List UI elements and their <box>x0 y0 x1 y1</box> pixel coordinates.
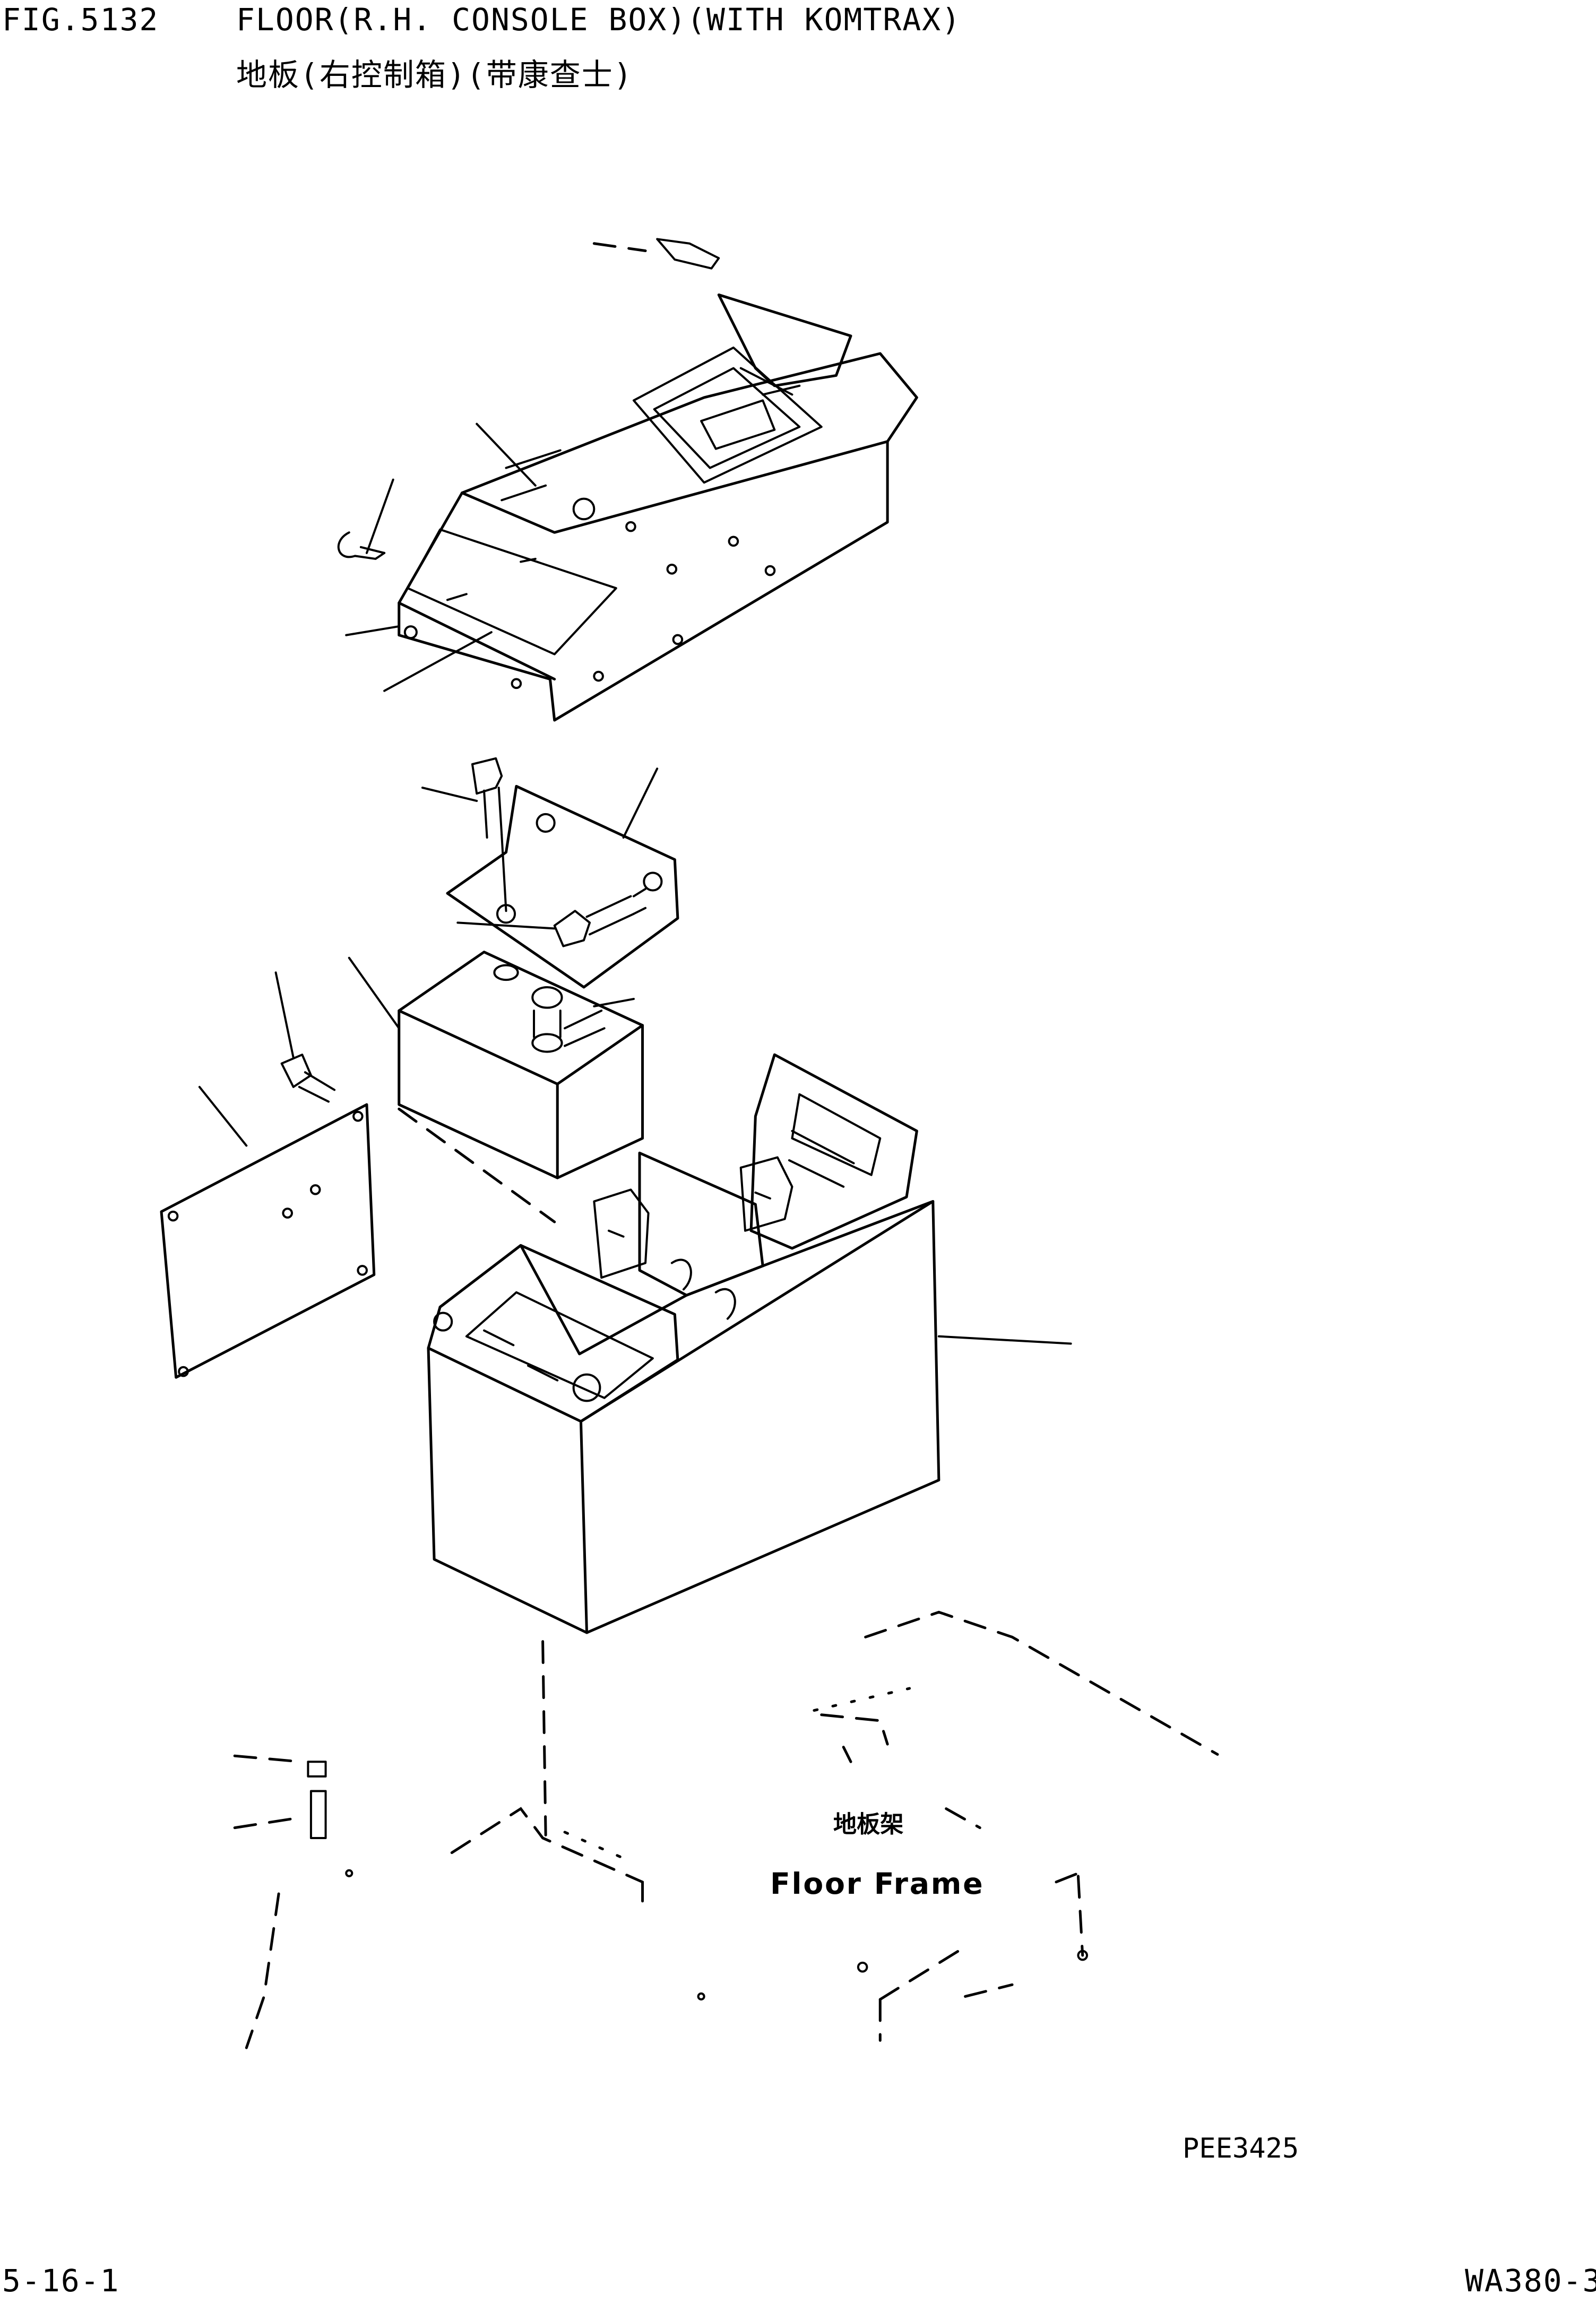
floor-frame-phantom <box>235 1109 1218 2048</box>
drawing-code: PEE3425 <box>1183 2133 1299 2164</box>
console-cover <box>339 239 917 720</box>
figure-number: FIG.5132 <box>2 2 159 38</box>
floor-frame-label-chinese: 地板架 <box>833 1811 904 1838</box>
floor-frame-label-english: Floor Frame <box>770 1867 984 1901</box>
figure-title-english: FLOOR(R.H. CONSOLE BOX)(WITH KOMTRAX) <box>236 2 962 38</box>
page-number: 5-16-1 <box>2 2263 120 2299</box>
side-cover-plate <box>161 1055 374 1377</box>
figure-title-chinese: 地板(右控制箱)(带康查士) <box>236 57 633 93</box>
controller-bracket <box>447 758 678 987</box>
leader-lines <box>200 424 1071 1344</box>
console-box-body <box>428 1055 939 1633</box>
model-code: WA380-3 <box>1465 2263 1596 2299</box>
controller-unit <box>399 952 643 1178</box>
